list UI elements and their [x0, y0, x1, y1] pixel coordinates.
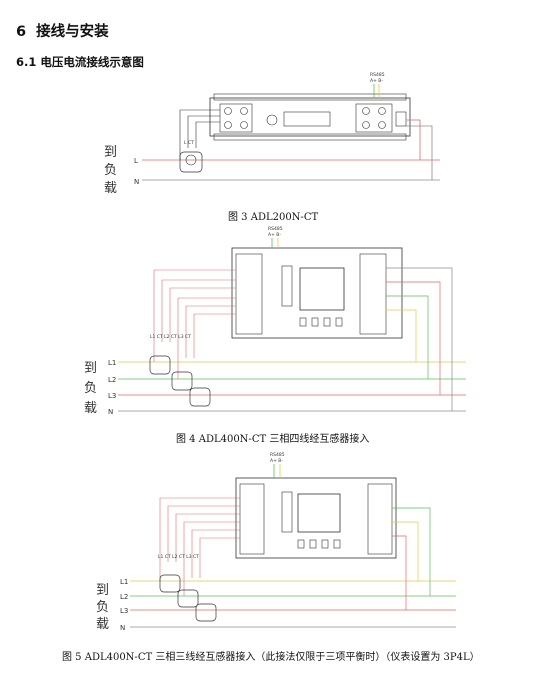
load-char-1: 到	[84, 361, 97, 376]
line-label-l3: L3	[120, 607, 128, 615]
load-char-3: 载	[96, 617, 109, 632]
line-label-l: L	[134, 157, 138, 165]
line-label-n: N	[120, 624, 125, 632]
figure-5-caption: 图 5 ADL400N-CT 三相三线经互感器接入（此接法仅限于三项平衡时）（仪…	[62, 652, 480, 663]
current-transformer	[159, 574, 181, 593]
current-transformer	[177, 589, 199, 608]
figure-5-wiring-diagram: RS485 A+ B- 到 负 载 L1 L2 L3 N L1 CT L2 CT…	[96, 452, 456, 632]
terminal-labels: L1 CT L2 CT L3 CT	[158, 554, 199, 560]
subsection-heading: 6.1 电压电流接线示意图	[16, 54, 144, 70]
load-char-3: 载	[84, 401, 97, 416]
rs485-pins: A+ B-	[270, 458, 283, 464]
load-char-1: 到	[104, 145, 117, 160]
figure-3-wiring-diagram: RS485 A+ B- 到 负 载 L N L CT	[104, 72, 440, 196]
terminal-labels: L1 CT L2 CT L3 CT	[150, 334, 191, 340]
adl200n-meter	[209, 93, 411, 141]
current-transformer	[171, 371, 193, 391]
section-heading: 6 接线与安装	[16, 20, 109, 41]
terminal-labels: L CT	[184, 140, 194, 146]
section-title: 接线与安装	[36, 24, 109, 40]
figure-3-caption: 图 3 ADL200N-CT	[228, 212, 319, 223]
line-label-l2: L2	[108, 376, 116, 384]
subsection-title: 电压电流接线示意图	[40, 55, 144, 69]
section-number: 6	[16, 24, 27, 40]
adl400n-meter	[235, 477, 397, 559]
line-label-l1: L1	[120, 578, 128, 586]
rs485-pins: A+ B-	[370, 78, 383, 84]
current-transformer	[149, 355, 171, 375]
load-char-2: 负	[96, 600, 109, 615]
current-transformer	[189, 387, 211, 407]
rs485-label: RS485	[268, 226, 283, 232]
rs485-label: RS485	[370, 72, 385, 78]
line-label-l1: L1	[108, 359, 116, 367]
rs485-pins: A+ B-	[268, 232, 281, 238]
line-label-l2: L2	[120, 593, 128, 601]
current-transformer	[195, 603, 217, 622]
load-char-1: 到	[96, 583, 109, 598]
line-label-l3: L3	[108, 392, 116, 400]
adl400n-meter	[231, 247, 403, 339]
line-label-n: N	[108, 408, 113, 416]
load-char-2: 负	[84, 381, 97, 396]
figure-4-wiring-diagram: RS485 A+ B- 到 负 载 L1 L2 L3 N L1 CT L2 CT…	[84, 226, 466, 416]
load-char-3: 载	[104, 181, 117, 196]
figure-4-caption: 图 4 ADL400N-CT 三相四线经互感器接入	[176, 434, 370, 445]
line-label-n: N	[134, 178, 139, 186]
current-transformer	[179, 151, 203, 173]
rs485-label: RS485	[270, 452, 285, 458]
load-char-2: 负	[104, 163, 117, 178]
subsection-number: 6.1	[16, 55, 37, 69]
